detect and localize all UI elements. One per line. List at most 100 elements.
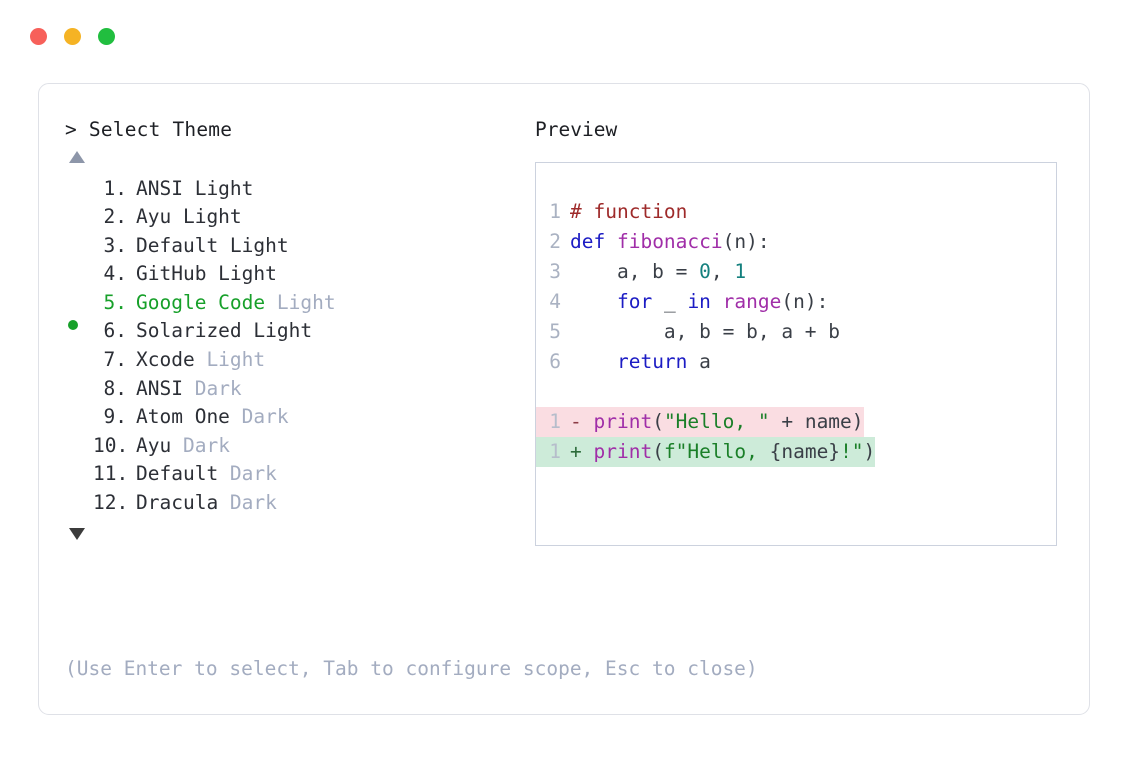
minimize-window-button[interactable] [64,28,81,45]
scroll-down-icon[interactable] [69,527,85,540]
diff-sign: + [570,439,594,463]
theme-list-item[interactable]: 12. Dracula Dark [65,489,535,518]
page-title: > Select Theme [65,120,535,140]
code-token: f"Hello, [663,439,770,463]
code-token: + name) [769,409,864,433]
theme-item-index: 12. [93,491,129,515]
theme-item-name: Solarized Light [136,319,313,343]
preview-label: Preview [535,118,618,141]
theme-item-name: Default Light [136,233,289,257]
theme-item-index: 8. [103,376,127,400]
maximize-window-button[interactable] [98,28,115,45]
theme-list-item[interactable]: 3. Default Light [65,232,535,261]
theme-item-name: Default [136,462,219,486]
code-token: print [593,409,653,433]
code-token: for [616,289,653,313]
code-line-content: def fibonacci(n): [570,227,770,257]
line-number: 6 [549,349,561,373]
theme-item-variant: Dark [171,433,230,457]
theme-item-index: 1. [103,176,127,200]
code-token: in [687,289,711,313]
scroll-up-icon[interactable] [69,150,85,163]
theme-item-name: Dracula [136,491,219,515]
theme-item-variant: Dark [218,491,277,515]
code-token: {name} [769,439,841,463]
theme-item-index: 5. [103,290,127,314]
diff-line-number: 1 [549,409,561,433]
theme-item-name: Xcode [136,348,195,372]
code-token [570,290,617,313]
theme-list-column: > Select Theme 1. ANSI Light 2. Ayu Light 3.… [65,120,535,540]
theme-item-name: Atom One [136,405,230,429]
code-token: 1 [734,259,747,283]
code-token: ) [863,439,876,463]
theme-item-index: 11. [93,462,129,486]
line-number: 3 [549,259,561,283]
theme-list-item[interactable]: 6.Solarized Light [65,317,535,346]
theme-item-variant: Dark [182,376,242,400]
diff-line-del: 1- print("Hello, " + name) [536,406,864,437]
theme-list-item[interactable]: 1. ANSI Light [65,175,535,204]
code-token: # function [570,199,688,223]
theme-item-name: ANSI Light [136,176,254,200]
theme-list-item[interactable]: 7.Xcode Light [65,346,535,375]
code-line: 6 return a [536,347,1056,377]
theme-list-item[interactable]: 8. ANSI Dark [65,375,535,404]
keyboard-hint: (Use Enter to select, Tab to configure s… [65,656,758,680]
theme-item-name: Google Code [136,290,266,314]
theme-item-index: 2. [103,205,127,229]
picker-columns: > Select Theme 1. ANSI Light 2. Ayu Light 3.… [65,120,1059,546]
code-line-content: for _ in range(n): [570,287,828,317]
line-number: 1 [549,199,561,223]
code-token: return [616,349,688,373]
prompt-title-text: Select Theme [88,118,233,141]
theme-list-item[interactable]: 9.Atom One Dark [65,403,535,432]
code-line-content: a, b = 0, 1 [570,257,746,287]
theme-list[interactable]: 1. ANSI Light 2. Ayu Light 3. Default Light 4.… [65,175,535,518]
theme-item-index: 4. [103,262,127,286]
theme-item-variant: Dark [229,405,289,429]
code-token: a, b = [570,259,700,283]
code-token [570,350,617,373]
theme-item-variant: Dark [218,462,277,486]
code-blank-line [536,377,1056,407]
code-token: range [722,289,782,313]
code-token: !" [840,439,864,463]
diff-line-content: print(f"Hello, {name}!") [593,437,875,467]
theme-list-item[interactable]: 5.Google Code Light [65,289,535,330]
code-token: def [570,229,617,253]
selected-bullet-icon [68,319,78,330]
theme-list-item[interactable]: 4. GitHub Light [65,260,535,289]
theme-item-name: GitHub Light [136,262,277,286]
theme-item-name: Ayu Light [136,205,242,229]
theme-item-variant: Light [194,348,266,372]
theme-item-name: Ayu [136,433,172,457]
theme-list-item[interactable]: 11. Default Dark [65,460,535,489]
theme-list-item[interactable]: 2. Ayu Light [65,203,535,232]
code-line: 4 for _ in range(n): [536,287,1056,317]
code-token: ( [652,409,664,433]
theme-item-index: 10. [93,433,129,457]
code-token: a, b = b, a + b [570,319,841,343]
close-window-button[interactable] [30,28,47,45]
code-line: 3 a, b = 0, 1 [536,257,1056,287]
line-number: 4 [549,289,561,313]
diff-line-add: 1+ print(f"Hello, {name}!") [536,436,876,467]
theme-item-index: 3. [103,233,127,257]
window-titlebar [30,28,115,45]
code-token: (n): [722,229,770,253]
code-token: fibonacci [616,229,723,253]
theme-list-item[interactable]: 10. Ayu Dark [65,432,535,461]
code-token: , [710,259,735,283]
code-token: print [593,439,653,463]
code-line: 5 a, b = b, a + b [536,317,1056,347]
theme-item-name: ANSI [136,376,183,400]
code-token: (n): [781,289,829,313]
code-token: 0 [699,259,711,283]
code-token: ( [652,439,664,463]
code-line-content: a, b = b, a + b [570,317,840,347]
